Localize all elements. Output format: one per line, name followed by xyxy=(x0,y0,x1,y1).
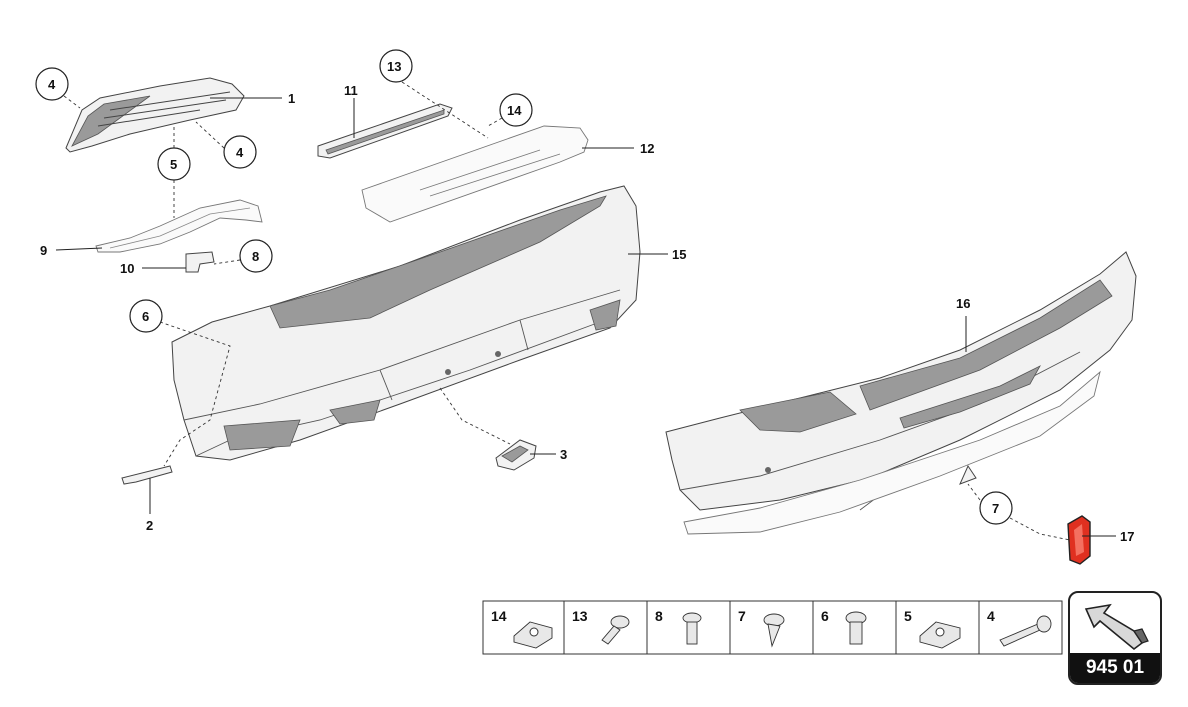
callout-10: 10 xyxy=(120,261,134,276)
callout-17: 17 xyxy=(1120,529,1134,544)
hardware-number-5: 5 xyxy=(904,608,912,624)
callout-6: 6 xyxy=(142,309,149,324)
callout-4a: 4 xyxy=(48,77,56,92)
hardware-number-13: 13 xyxy=(572,608,588,624)
callout-4-bubble-a xyxy=(35,67,69,101)
rear-bumper-part-15 xyxy=(171,185,641,461)
callout-3: 3 xyxy=(560,447,567,462)
long-screw-icon xyxy=(999,615,1052,647)
rail-part-11 xyxy=(317,103,453,159)
screw-icon xyxy=(601,615,630,645)
callout-14-bubble xyxy=(499,93,533,127)
hardware-table: 14 13 8 7 6 5 4 xyxy=(482,600,1063,655)
callout-8-bubble xyxy=(239,239,273,273)
callout-9: 9 xyxy=(40,243,47,258)
callout-15: 15 xyxy=(672,247,686,262)
callout-1: 1 xyxy=(288,91,295,106)
self-tapping-screw-icon xyxy=(763,613,785,648)
clip-part-10 xyxy=(185,251,215,273)
reflector-part-17 xyxy=(1067,515,1091,565)
callout-7-bubble xyxy=(979,491,1013,525)
callout-14: 14 xyxy=(507,103,522,118)
callout-16: 16 xyxy=(956,296,970,311)
callout-12: 12 xyxy=(640,141,654,156)
callout-13-bubble xyxy=(379,49,413,83)
callout-7: 7 xyxy=(992,501,999,516)
hardware-number-4: 4 xyxy=(987,608,995,624)
callout-4-bubble-b xyxy=(223,135,257,169)
callout-6-bubble xyxy=(129,299,163,333)
trim-part-2 xyxy=(121,465,173,485)
bolt-icon xyxy=(682,612,702,645)
callout-13: 13 xyxy=(387,59,401,74)
callout-8: 8 xyxy=(252,249,259,264)
bumper-assembly-part-16 xyxy=(665,251,1137,535)
callout-4b: 4 xyxy=(236,145,244,160)
hardware-number-8: 8 xyxy=(655,608,663,624)
clip-nut-icon xyxy=(513,621,553,649)
callout-11: 11 xyxy=(344,83,358,98)
reference-code: 945 01 xyxy=(1070,653,1160,683)
bolt-icon xyxy=(845,611,867,645)
hardware-number-7: 7 xyxy=(738,608,746,624)
license-light-part-3 xyxy=(495,439,537,471)
clip-nut-icon xyxy=(919,621,961,649)
tail-light-part xyxy=(65,77,245,153)
bracket-part-9 xyxy=(95,199,263,253)
reference-badge: 945 01 xyxy=(1068,591,1162,685)
callout-5: 5 xyxy=(170,157,177,172)
cover-part-12 xyxy=(361,125,589,223)
hardware-number-14: 14 xyxy=(491,608,507,624)
direction-arrow-icon xyxy=(1084,603,1149,651)
hardware-number-6: 6 xyxy=(821,608,829,624)
callout-2: 2 xyxy=(146,518,153,533)
